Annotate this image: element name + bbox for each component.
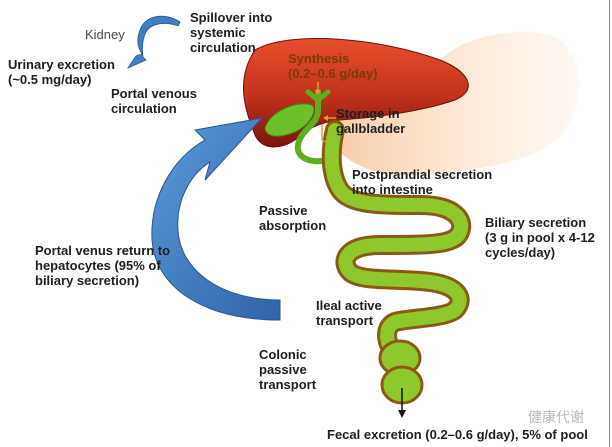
- portal-return-arrow: [151, 117, 281, 321]
- fecal-arrow-head: [398, 410, 406, 418]
- small-intestine-inner: [324, 123, 469, 357]
- label-fecal-excretion: Fecal excretion (0.2–0.6 g/day), 5% of p…: [327, 427, 588, 442]
- label-colonic-transport: Colonic passive transport: [259, 347, 317, 392]
- storage-arrow-head: [323, 115, 328, 121]
- label-biliary-secretion: Biliary secretion (3 g in pool x 4-12 cy…: [485, 215, 595, 260]
- bile-duct: [294, 89, 333, 165]
- label-storage: Storage in gallbladder: [336, 106, 406, 136]
- label-postprandial: Postprandial secretion into intestine: [352, 167, 493, 197]
- stomach-shape: [330, 31, 580, 176]
- synthesis-arrow-head: [315, 90, 321, 95]
- label-ileal-transport: Ileal active transport: [316, 298, 382, 328]
- label-portal-return: Portal venus return to hepatocytes (95% …: [35, 243, 171, 288]
- label-spillover: Spillover into systemic circulation: [190, 10, 273, 55]
- label-synthesis: Synthesis (0.2–0.6 g/day): [288, 51, 378, 81]
- label-portal-venous: Portal venous circulation: [111, 86, 197, 116]
- label-urinary-excretion: Urinary excretion (~0.5 mg/day): [8, 57, 115, 87]
- watermark: 健康代谢: [528, 409, 584, 425]
- label-passive-absorption: Passive absorption: [259, 203, 327, 233]
- gallbladder-shape: [264, 103, 315, 137]
- frame-border: [609, 0, 610, 447]
- secretion-arrow: [321, 124, 327, 143]
- spillover-arrow: [126, 15, 181, 69]
- hepatic-duct-branch: [305, 89, 331, 104]
- label-kidney: Kidney: [85, 27, 125, 42]
